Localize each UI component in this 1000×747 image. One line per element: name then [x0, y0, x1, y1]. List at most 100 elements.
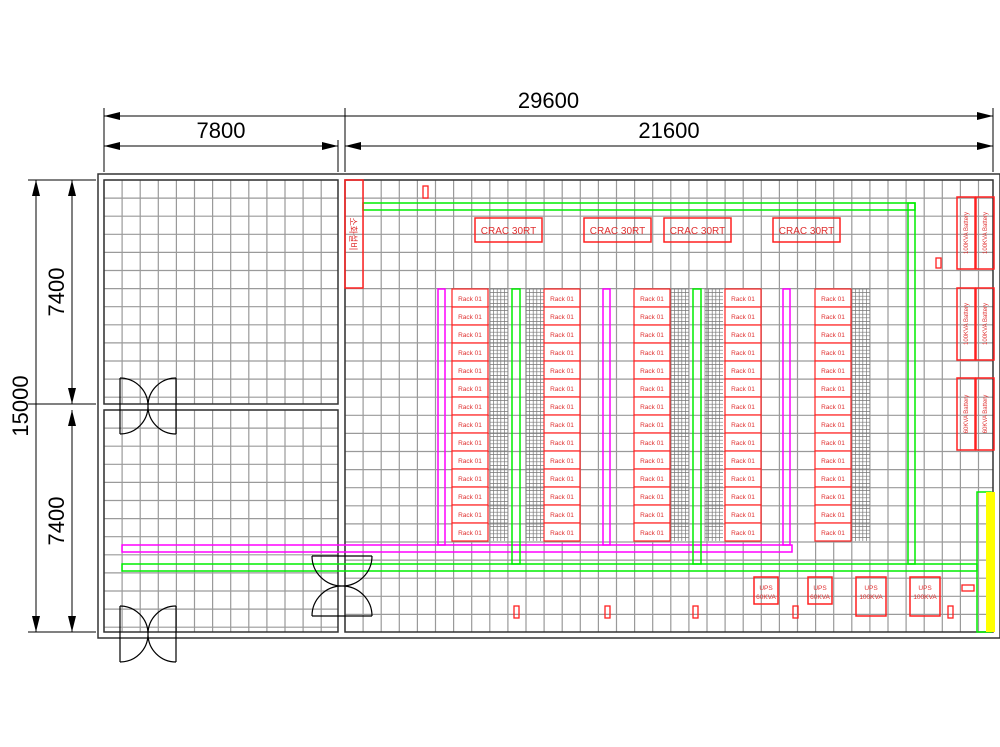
crac-unit: [772, 217, 841, 243]
crac-unit: [663, 217, 732, 243]
network-tray-right: [907, 202, 916, 565]
rack-label: Rack 01: [821, 332, 845, 339]
ups-label-line2: 60KVA: [756, 594, 776, 601]
dimension-label: 7400: [44, 497, 69, 546]
dimension-label: 7800: [197, 118, 246, 143]
rack-label: Rack 01: [458, 440, 482, 447]
server-rack: [814, 522, 852, 542]
rack-label: Rack 01: [731, 530, 755, 537]
rack-label: Rack 01: [550, 458, 574, 465]
rack-label: Rack 01: [640, 422, 664, 429]
battery-label: 100KVA Battery: [983, 212, 989, 254]
rack-label: Rack 01: [550, 494, 574, 501]
rack-label: Rack 01: [640, 386, 664, 393]
sensor-device: [935, 257, 942, 269]
rack-label: Rack 01: [640, 296, 664, 303]
rack-label: Rack 01: [458, 530, 482, 537]
rack-label: Rack 01: [731, 440, 755, 447]
rack-label: Rack 01: [458, 494, 482, 501]
room-lower-left: [103, 409, 339, 633]
battery-label: 100KVA Battery: [983, 303, 989, 345]
rack-label: Rack 01: [458, 422, 482, 429]
rack-label: Rack 01: [821, 458, 845, 465]
rack-label: Rack 01: [640, 332, 664, 339]
battery-cabinet: [975, 377, 995, 451]
sensor-device: [422, 185, 429, 199]
battery-cabinet: [956, 377, 976, 451]
power-tray-horizontal: [121, 544, 793, 553]
rack-label: Rack 01: [731, 386, 755, 393]
crac-unit: [474, 217, 543, 243]
rack-label: Rack 01: [458, 296, 482, 303]
rack-label: Rack 01: [821, 350, 845, 357]
server-rack: [543, 522, 581, 542]
rack-label: Rack 01: [550, 314, 574, 321]
rack-label: Rack 01: [640, 494, 664, 501]
battery-label: 60KVA Battery: [964, 395, 970, 434]
rack-label: Rack 01: [640, 314, 664, 321]
crac-label: CRAC 30RT: [481, 226, 536, 237]
rack-label: Rack 01: [550, 332, 574, 339]
rack-label: Rack 01: [640, 512, 664, 519]
power-tray-vertical: [437, 288, 446, 546]
rack-label: Rack 01: [640, 476, 664, 483]
crac-label: CRAC 30RT: [779, 226, 834, 237]
rack-label: Rack 01: [731, 476, 755, 483]
rack-label: Rack 01: [550, 512, 574, 519]
rack-label: Rack 01: [458, 458, 482, 465]
dimension-label: 15000: [8, 375, 33, 436]
rack-label: Rack 01: [640, 368, 664, 375]
ups-label-line1: UPS: [918, 585, 932, 592]
rack-label: Rack 01: [821, 530, 845, 537]
battery-cabinet: [956, 196, 976, 270]
battery-cabinet: [975, 196, 995, 270]
cable-trays: [121, 202, 995, 633]
network-tray-vertical: [511, 288, 521, 565]
power-tray-vertical: [782, 288, 791, 546]
rack-label: Rack 01: [550, 350, 574, 357]
rack-label: Rack 01: [458, 314, 482, 321]
hazard-stripe: [986, 492, 995, 632]
rack-label: Rack 01: [821, 440, 845, 447]
rack-label: Rack 01: [458, 512, 482, 519]
double-door: [311, 555, 373, 617]
ups-unit: [753, 576, 779, 605]
rack-label: Rack 01: [458, 332, 482, 339]
crac-label: CRAC 30RT: [590, 226, 645, 237]
rack-label: Rack 01: [731, 494, 755, 501]
rack-label: Rack 01: [550, 404, 574, 411]
power-tray-vertical: [602, 288, 611, 546]
rack-label: Rack 01: [821, 476, 845, 483]
ups-unit: [909, 576, 941, 617]
rack-label: Rack 01: [458, 350, 482, 357]
rack-label: Rack 01: [550, 422, 574, 429]
rack-label: Rack 01: [821, 296, 845, 303]
fire-suppression-label: 소화설비: [348, 217, 358, 250]
double-door: [119, 377, 177, 435]
battery-label: 60KVA Battery: [983, 395, 989, 434]
rack-label: Rack 01: [640, 458, 664, 465]
battery-label: 100KVA Battery: [964, 212, 970, 254]
dimension-label: 21600: [638, 118, 699, 143]
server-room: [344, 179, 994, 633]
rack-label: Rack 01: [640, 440, 664, 447]
server-rack: [724, 522, 762, 542]
rack-label: Rack 01: [458, 368, 482, 375]
dimension-label: 29600: [518, 88, 579, 113]
ups-label-line2: 60KVA: [810, 594, 830, 601]
crac-unit: [583, 217, 652, 243]
ups-unit: [807, 576, 833, 605]
rack-label: Rack 01: [731, 404, 755, 411]
rack-label: Rack 01: [640, 350, 664, 357]
rack-label: Rack 01: [731, 368, 755, 375]
rack-label: Rack 01: [640, 530, 664, 537]
fire-suppression-unit: [344, 179, 364, 289]
rack-label: Rack 01: [821, 512, 845, 519]
sensor-device: [961, 584, 975, 592]
battery-cabinet: [956, 287, 976, 361]
room-upper-left: [103, 179, 339, 405]
rack-label: Rack 01: [640, 404, 664, 411]
rack-label: Rack 01: [458, 386, 482, 393]
